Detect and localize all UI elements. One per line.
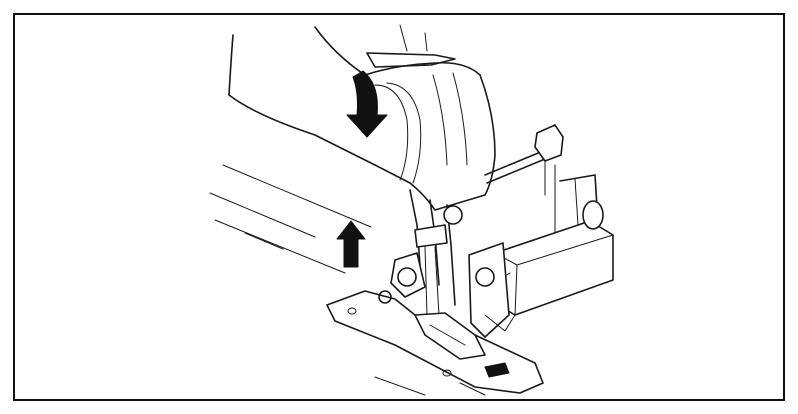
sewing-machine-illustration	[209, 24, 614, 396]
cylinder-box	[494, 200, 614, 316]
table-lines	[209, 164, 486, 396]
machine-arm	[228, 24, 496, 211]
figure-frame	[13, 13, 785, 401]
arrow-up-icon	[336, 220, 366, 268]
side-rod	[484, 124, 564, 276]
presser-foot-plate	[326, 290, 544, 394]
needle-assembly	[378, 189, 516, 341]
curved-arrow-down-icon	[346, 70, 388, 138]
